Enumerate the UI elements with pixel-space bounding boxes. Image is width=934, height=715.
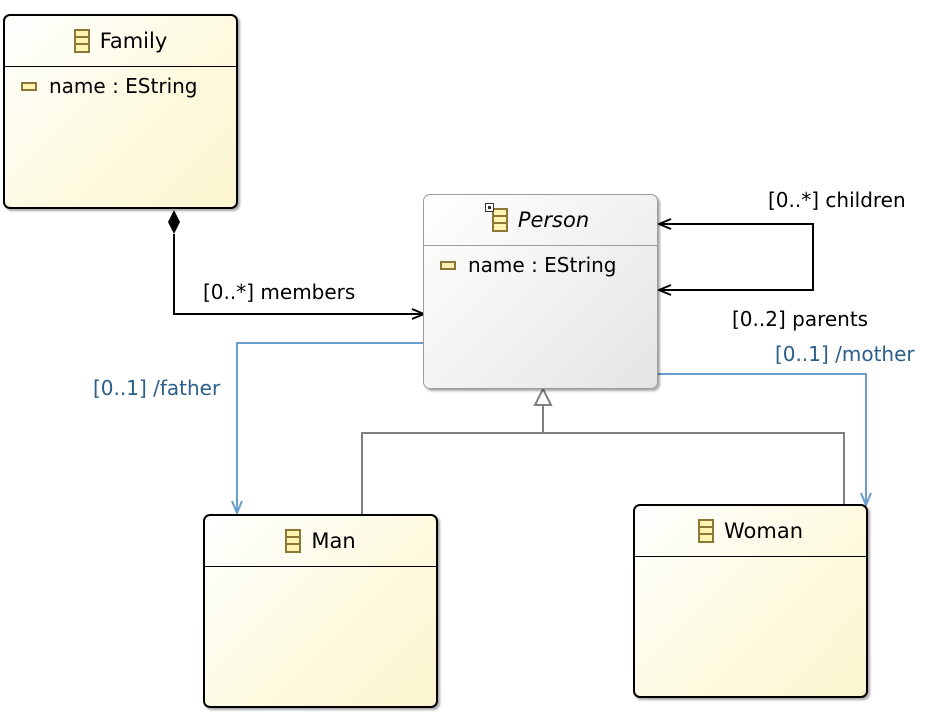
class-woman[interactable]: Woman (633, 504, 868, 698)
attribute-icon (440, 260, 456, 270)
attribute-icon (21, 81, 37, 91)
class-divider (205, 566, 436, 567)
class-divider (424, 245, 657, 246)
generalization[interactable] (361, 386, 845, 514)
father-reference[interactable] (237, 342, 423, 513)
abstract-marker-icon (484, 203, 494, 212)
abstract-class-icon (484, 203, 508, 232)
children-label: [0..*] children (768, 188, 906, 212)
members-label: [0..*] members (203, 280, 356, 304)
class-icon (285, 529, 302, 553)
mother-reference[interactable] (657, 373, 866, 505)
children-reference[interactable] (659, 224, 814, 291)
class-name: Family (99, 29, 168, 53)
class-icon (697, 519, 714, 543)
class-person[interactable]: Person name : EString (423, 194, 658, 389)
class-icon (73, 29, 90, 53)
members-line (173, 234, 424, 314)
parents-label: [0..2] parents (732, 307, 869, 331)
class-divider (635, 556, 866, 557)
composition-diamond (168, 210, 180, 234)
class-name: Man (311, 529, 356, 553)
class-man[interactable]: Man (203, 514, 438, 708)
class-header: Family (5, 16, 236, 66)
attribute-row[interactable]: name : EString (21, 74, 198, 98)
class-divider (5, 66, 236, 67)
members-composition[interactable] (168, 210, 424, 314)
class-header: Woman (635, 506, 866, 556)
attribute-label: name : EString (468, 253, 617, 277)
father-label: [0..1] /father (93, 376, 221, 400)
mother-label: [0..1] /mother (775, 342, 915, 366)
class-header: Man (205, 516, 436, 566)
class-name: Woman (723, 519, 804, 543)
attribute-label: name : EString (49, 74, 198, 98)
generalization-triangle (533, 386, 553, 406)
class-name: Person (517, 208, 590, 232)
class-family[interactable]: Family name : EString (3, 14, 238, 209)
class-header: Person (424, 195, 657, 245)
attribute-row[interactable]: name : EString (440, 253, 617, 277)
